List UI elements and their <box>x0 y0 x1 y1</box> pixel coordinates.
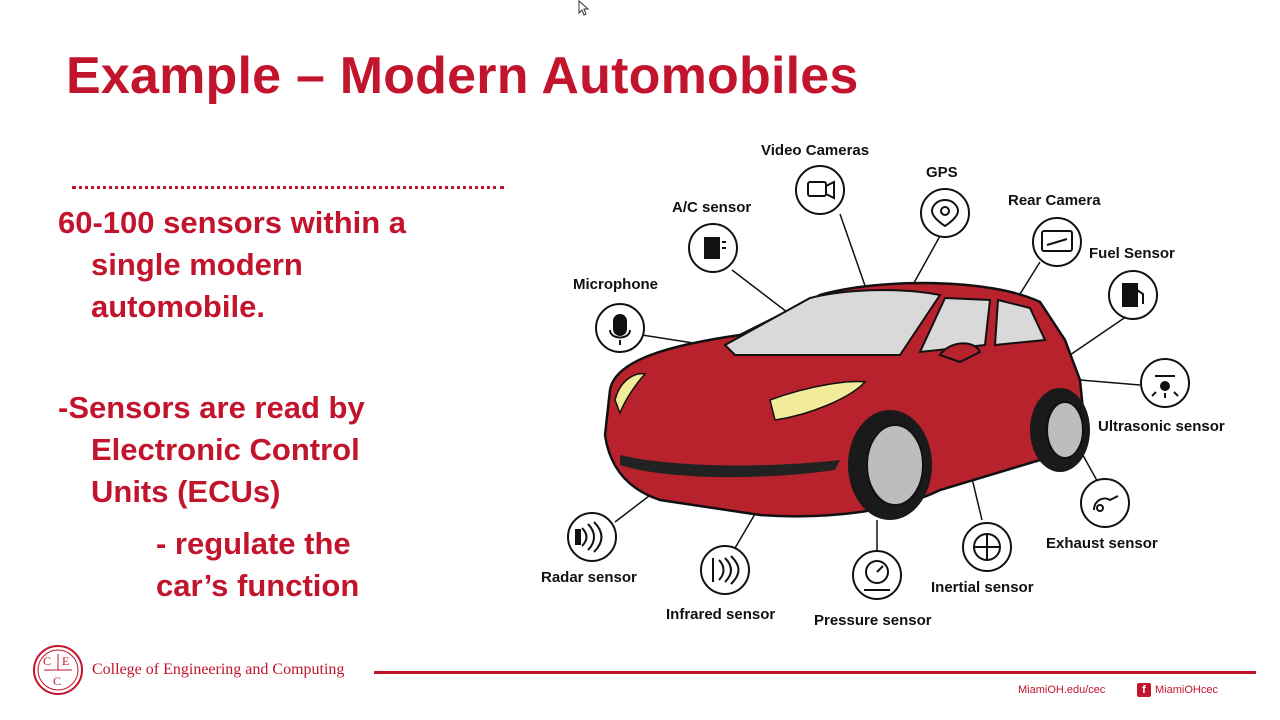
mouse-cursor-icon <box>578 0 590 16</box>
cec-logo-icon <box>33 645 83 695</box>
label-video-cameras: Video Cameras <box>761 142 870 159</box>
bullet-line: 60-100 sensors within a <box>58 205 407 240</box>
label-ultrasonic: Ultrasonic sensor <box>1098 418 1225 435</box>
exhaust-icon <box>1080 478 1130 528</box>
video-camera-icon <box>795 165 845 215</box>
label-microphone: Microphone <box>573 276 658 293</box>
gps-icon <box>920 188 970 238</box>
label-infrared: Infrared sensor <box>666 606 776 623</box>
facebook-handle: MiamiOHcec <box>1155 684 1218 696</box>
facebook-icon: f <box>1137 683 1151 697</box>
bullet-line: -Sensors are read by <box>58 390 365 425</box>
label-gps: GPS <box>926 164 958 181</box>
label-pressure: Pressure sensor <box>814 612 932 629</box>
label-ac-sensor: A/C sensor <box>672 199 752 216</box>
logo-letter: C <box>53 674 62 688</box>
dotted-divider <box>72 186 504 189</box>
bullet-line: car’s function <box>156 568 360 603</box>
infrared-icon <box>700 545 750 595</box>
label-rear-camera: Rear Camera <box>1008 192 1101 209</box>
radar-icon <box>567 512 617 562</box>
facebook-link[interactable]: f MiamiOHcec <box>1137 683 1218 697</box>
label-fuel-sensor: Fuel Sensor <box>1089 245 1175 262</box>
car-illustration <box>567 165 1190 600</box>
label-radar: Radar sensor <box>541 569 637 586</box>
logo-letter: C <box>43 654 52 668</box>
website-link[interactable]: MiamiOH.edu/cec <box>1018 684 1106 696</box>
college-name: College of Engineering and Computing <box>92 661 345 678</box>
bullet-line: Units (ECUs) <box>91 474 281 509</box>
pressure-gauge-icon <box>852 550 902 600</box>
car-body <box>603 281 1090 520</box>
bullet-line: automobile. <box>91 289 265 324</box>
label-exhaust: Exhaust sensor <box>1046 535 1158 552</box>
bullet-sensor-count: 60-100 sensors within a single modern au… <box>58 202 406 328</box>
footer-divider <box>374 671 1256 674</box>
label-inertial: Inertial sensor <box>931 579 1034 596</box>
bullet-ecu: -Sensors are read by Electronic Control … <box>58 387 365 513</box>
slide-title: Example – Modern Automobiles <box>66 47 859 105</box>
bullet-line: single modern <box>91 247 303 282</box>
bullet-line: - regulate the <box>156 526 351 561</box>
logo-letter: E <box>62 654 70 668</box>
bullet-line: Electronic Control <box>91 432 360 467</box>
car-sensor-diagram: Video Cameras GPS Rear Camera A/C sensor… <box>520 130 1260 640</box>
sub-bullet-regulate: - regulate the car’s function <box>156 523 359 607</box>
